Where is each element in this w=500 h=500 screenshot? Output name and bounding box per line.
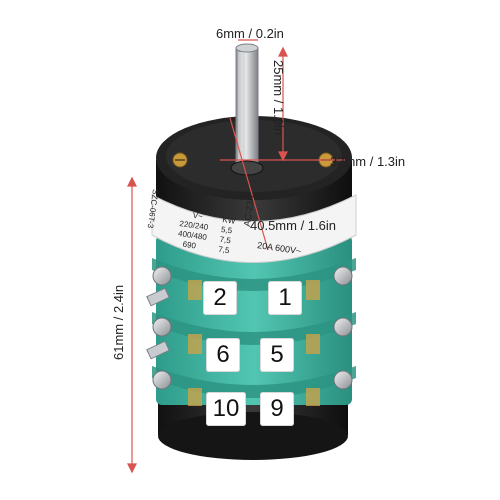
label-col-kw: KW (221, 215, 236, 226)
shaft-length-dimension: 25mm / 1.0in (271, 60, 286, 136)
diagonal-dimension: 40.5mm / 1.6in (250, 218, 336, 233)
switch-shaft (230, 43, 264, 176)
switch-base (158, 392, 348, 460)
label-row-1-kw: 5,5 (220, 224, 233, 236)
terminal-5-label: 5 (260, 338, 294, 372)
dimension-lines (127, 39, 345, 474)
terminal-9-label: 9 (260, 392, 294, 426)
right-terminal-screws (333, 266, 353, 390)
label-row-3-v: 690 (182, 239, 197, 251)
label-rating: 20A 600V~ (256, 240, 302, 257)
total-height-dimension: 61mm / 2.4in (111, 284, 126, 360)
terminal-2-label: 2 (203, 281, 237, 315)
label-col-v: V~ (192, 210, 204, 222)
left-terminal-screws (146, 266, 172, 390)
terminal-6-label: 6 (206, 338, 240, 372)
terminal-10-label: 10 (206, 392, 246, 426)
label-row-3-kw: 7,5 (217, 244, 230, 256)
terminal-1-label: 1 (268, 281, 302, 315)
shaft-width-dimension: 6mm / 0.2in (216, 26, 284, 41)
label-row-2-kw: 7,5 (219, 234, 232, 246)
flange-width-dimension: 32mm / 1.3in (330, 154, 406, 169)
rating-label (151, 194, 357, 263)
